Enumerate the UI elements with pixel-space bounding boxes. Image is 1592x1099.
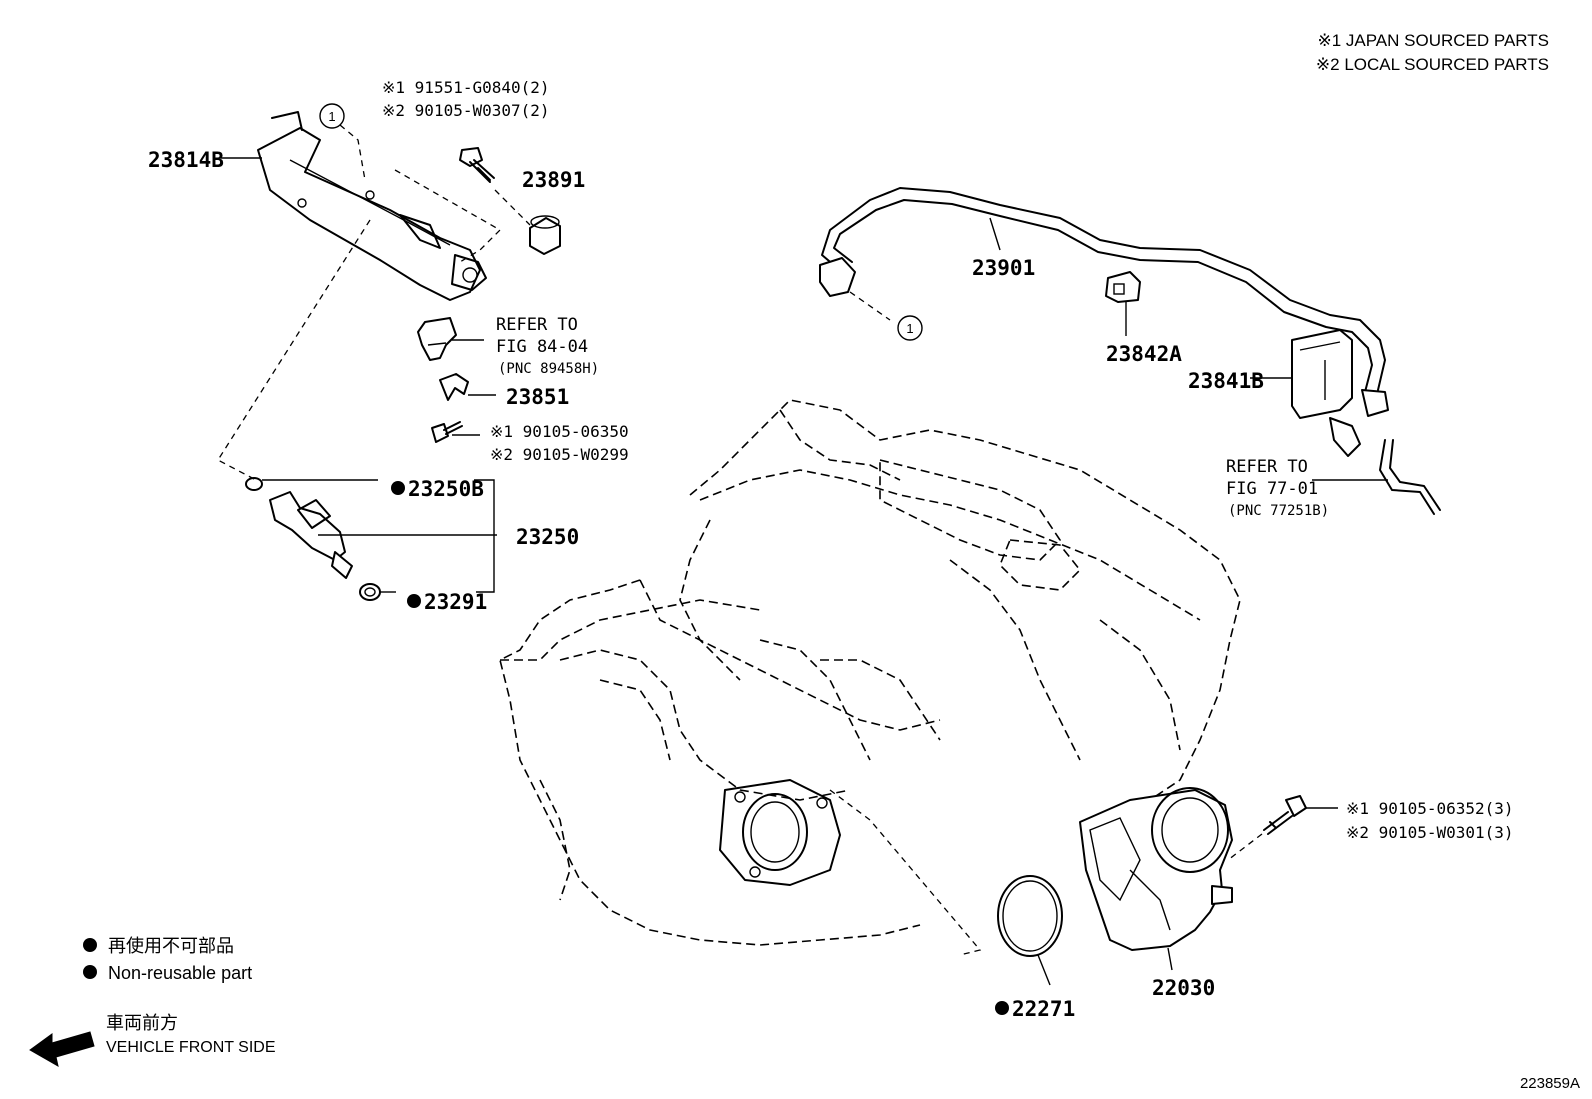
circle-ref-top: 1 <box>319 103 345 129</box>
arrow-left-icon <box>29 1031 95 1067</box>
fuel-delivery-pipe <box>257 111 487 301</box>
non-reusable-dot <box>995 1001 1009 1015</box>
throttle-body-icon <box>1079 787 1233 951</box>
insulator-icon <box>359 583 381 601</box>
clip-23851-icon <box>439 373 469 401</box>
label-23891: 23891 <box>522 168 585 192</box>
bolt-top-guide-line <box>494 189 531 226</box>
label-23250B: 23250B <box>408 477 484 501</box>
label-ref84-line2: FIG 84-04 <box>496 337 588 357</box>
label-ref84-pnc: (PNC 89458H) <box>498 361 599 377</box>
pipe-guide-line <box>339 124 366 181</box>
label-bolt-top-local: ※2 90105-W0307(2) <box>382 101 550 120</box>
gasket-22271-icon <box>997 875 1063 957</box>
figure-id: 223859A <box>1520 1075 1580 1092</box>
bracket-23841B-icon <box>1291 329 1441 515</box>
clamp-23842A-icon <box>1105 271 1141 303</box>
spacer-23891-icon <box>529 215 561 255</box>
label-bolt-mid-jp: ※1 90105-06350 <box>490 422 629 441</box>
vehicle-front-direction: 車両前方 VEHICLE FRONT SIDE <box>29 1013 276 1067</box>
label-23851: 23851 <box>506 385 569 409</box>
injector-guide-line <box>217 219 371 481</box>
legend-dot-jp <box>83 938 97 952</box>
non-reusable-dot <box>407 594 421 608</box>
legend-dot-en <box>83 965 97 979</box>
bolt-mid-icon <box>431 421 463 443</box>
label-23814B: 23814B <box>148 148 224 172</box>
label-22271: 22271 <box>1012 997 1075 1021</box>
o-ring-icon <box>245 477 263 491</box>
svg-text:1: 1 <box>328 109 335 124</box>
fuel-injector-icon <box>269 491 353 579</box>
note-japan-sourced: ※1 JAPAN SOURCED PARTS <box>1317 31 1549 50</box>
bolt-tb-guide-line <box>1227 833 1263 861</box>
label-23250: 23250 <box>516 525 579 549</box>
intake-flange <box>719 779 841 886</box>
label-23291: 23291 <box>424 590 487 614</box>
label-ref77-line1: REFER TO <box>1226 457 1308 477</box>
label-ref77-line2: FIG 77-01 <box>1226 479 1318 499</box>
label-bolt-mid-local: ※2 90105-W0299 <box>490 445 629 464</box>
leaders-bottom <box>1037 807 1338 986</box>
non-reusable-dot <box>391 481 405 495</box>
svg-text:1: 1 <box>906 321 913 336</box>
label-bolt-tb-jp: ※1 90105-06352(3) <box>1346 799 1514 818</box>
label-ref77-pnc: (PNC 77251B) <box>1228 503 1329 519</box>
legend-label-en: Non-reusable part <box>108 963 252 983</box>
flange-guide-line <box>829 789 982 956</box>
label-bolt-tb-local: ※2 90105-W0301(3) <box>1346 823 1514 842</box>
label-23901: 23901 <box>972 256 1035 280</box>
direction-label-jp: 車両前方 <box>106 1013 178 1033</box>
legend: 再使用不可部品 Non-reusable part <box>83 936 252 983</box>
engine-outline <box>499 399 1241 946</box>
hose-guide-line <box>849 291 891 321</box>
leaders-left <box>220 157 497 593</box>
fuel-hose <box>819 187 1389 417</box>
bolt-throttle-icon <box>1263 795 1307 835</box>
leaders-right-top <box>989 217 1388 481</box>
pressure-sensor-icon <box>417 317 457 361</box>
label-23841B: 23841B <box>1188 369 1264 393</box>
pipe-guide-box <box>394 169 502 263</box>
legend-label-jp: 再使用不可部品 <box>108 936 234 956</box>
note-local-sourced: ※2 LOCAL SOURCED PARTS <box>1316 55 1549 74</box>
label-23842A: 23842A <box>1106 342 1182 366</box>
bolt-top-icon <box>459 147 495 183</box>
label-bolt-top-jp: ※1 91551-G0840(2) <box>382 78 550 97</box>
direction-label-en: VEHICLE FRONT SIDE <box>106 1039 276 1056</box>
label-22030: 22030 <box>1152 976 1215 1000</box>
label-ref84-line1: REFER TO <box>496 315 578 335</box>
circle-ref-hose: 1 <box>897 315 923 341</box>
